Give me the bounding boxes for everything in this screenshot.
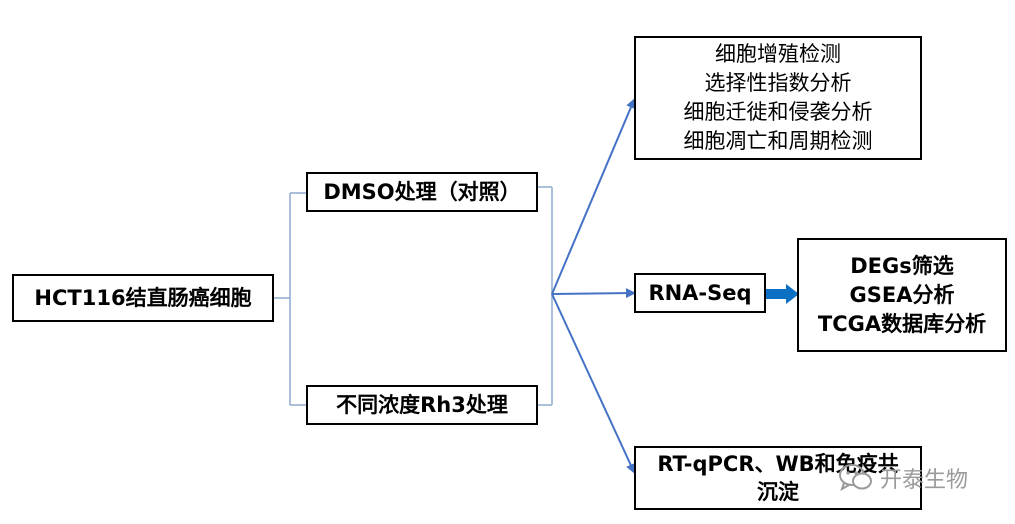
watermark-text: 开泰生物 [880, 468, 969, 493]
rh3-node: 不同浓度Rh3处理 [306, 385, 538, 425]
arrow-to-assays [551, 98, 636, 295]
validation-node: RT-qPCR、WB和免疫共 沉淀 [634, 446, 922, 510]
assay-item: 细胞迁徙和侵袭分析 [683, 100, 873, 124]
analysis-node: DEGs筛选 GSEA分析 TCGA数据库分析 [797, 238, 1007, 352]
arrow-to-validation [551, 293, 636, 474]
rnaseq-to-analysis-arrow [766, 284, 799, 304]
root-node-label: HCT116结直肠癌细胞 [34, 286, 252, 310]
root-node: HCT116结直肠癌细胞 [12, 274, 274, 322]
rh3-node-label: 不同浓度Rh3处理 [336, 393, 508, 417]
validation-line: 沉淀 [757, 480, 799, 504]
left-bracket [274, 192, 306, 406]
wechat-icon [839, 464, 872, 492]
right-bracket [538, 186, 553, 406]
analysis-item: TCGA数据库分析 [817, 311, 987, 336]
assays-node: 细胞增殖检测 选择性指数分析 细胞迁徙和侵袭分析 细胞凋亡和周期检测 [634, 36, 922, 160]
dmso-node-label: DMSO处理（对照） [323, 180, 521, 204]
rnaseq-node: RNA-Seq [634, 273, 766, 313]
validation-line: RT-qPCR、WB和免疫共 [657, 452, 899, 476]
assay-item: 细胞增殖检测 [715, 42, 841, 66]
rnaseq-node-label: RNA-Seq [648, 281, 752, 305]
arrow-to-rnaseq [551, 288, 636, 299]
assay-item: 细胞凋亡和周期检测 [683, 129, 873, 153]
fan-arrows [551, 98, 636, 474]
analysis-item: DEGs筛选 [850, 253, 954, 278]
dmso-node: DMSO处理（对照） [306, 172, 538, 212]
analysis-item: GSEA分析 [849, 282, 955, 307]
watermark: 开泰生物 [838, 462, 968, 494]
assay-item: 选择性指数分析 [704, 71, 852, 95]
